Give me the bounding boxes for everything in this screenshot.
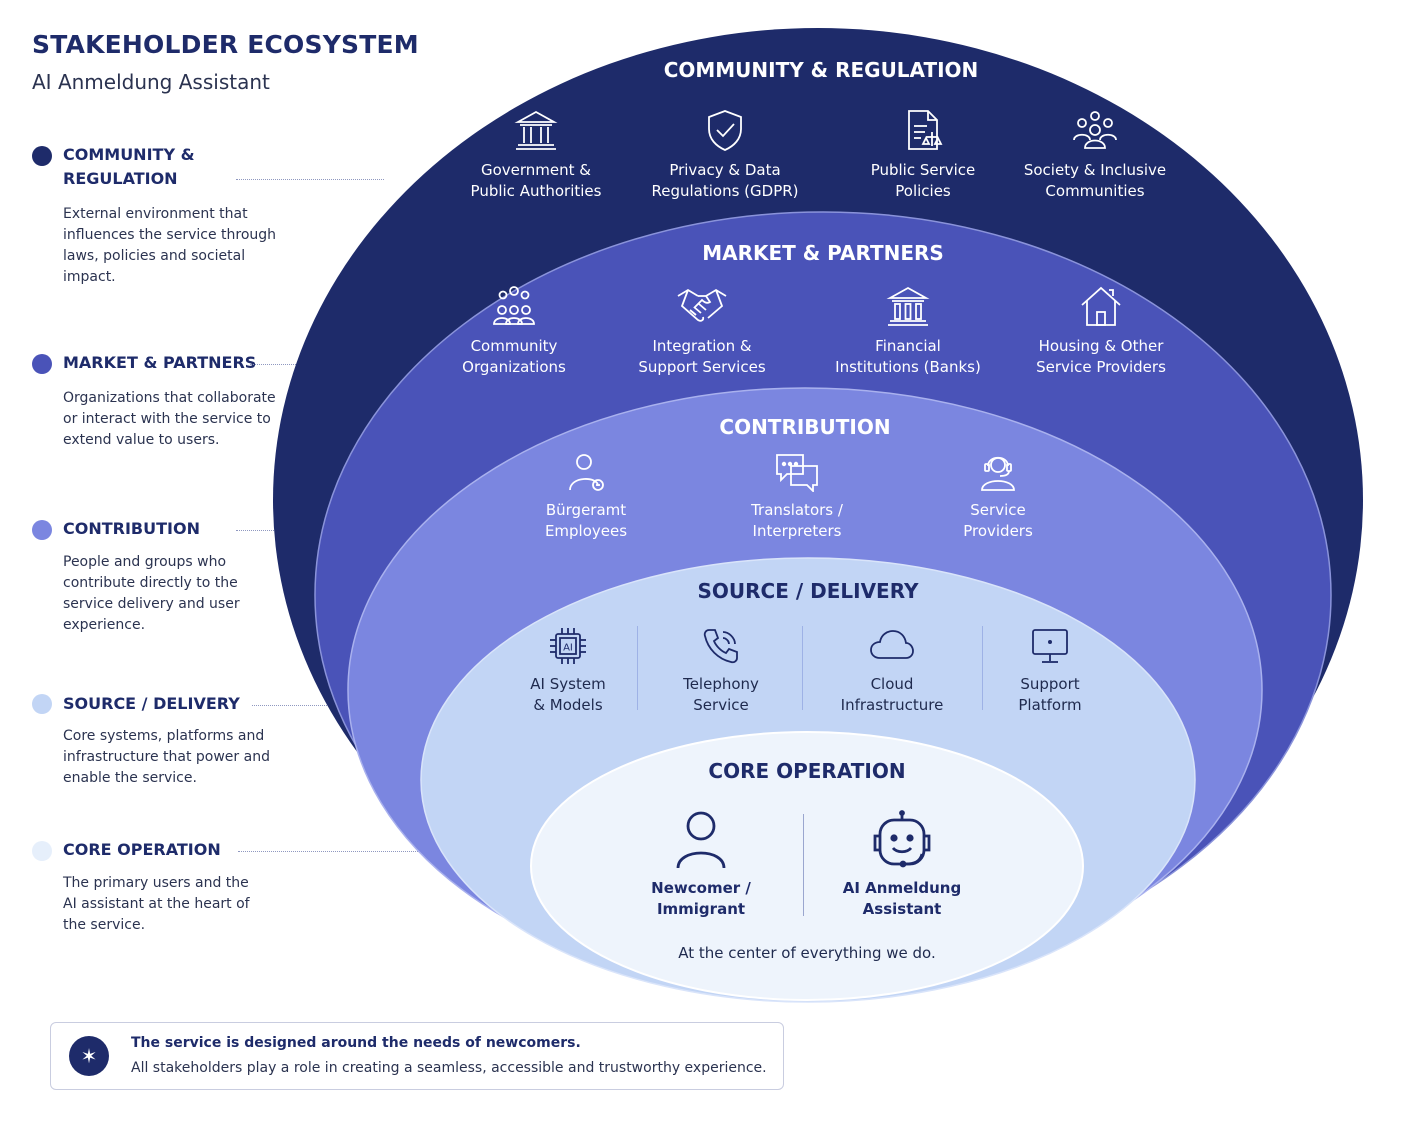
source-divider: [802, 626, 803, 710]
monitor-icon: [1032, 629, 1068, 663]
footer-headline: The service is designed around the needs…: [131, 1035, 581, 1051]
cloud-icon: [870, 630, 914, 659]
stakeholder-newcomer: Newcomer /Immigrant: [606, 810, 796, 920]
ring-core-content: CORE OPERATION Newcomer /Immigrant AI An…: [531, 740, 1083, 990]
legend-dot-contribution: [32, 520, 52, 540]
ring-community-content: COMMUNITY & REGULATION Government &Publi…: [276, 0, 1366, 220]
house-icon: [1081, 286, 1121, 326]
ring-source-content: SOURCE / DELIVERY AI AI System& Models T…: [421, 560, 1195, 730]
svg-text:AI: AI: [563, 643, 573, 654]
legend-dot-community: [32, 146, 52, 166]
stakeholder-translators: Translators /Interpreters: [702, 452, 892, 542]
policy-document-icon: [908, 110, 943, 150]
legend-heading-core: CORE OPERATION: [63, 840, 221, 859]
legend-heading-community: COMMUNITY &REGULATION: [63, 145, 195, 188]
star-icon: ✶: [69, 1036, 109, 1076]
legend-heading-contribution: CONTRIBUTION: [63, 519, 200, 538]
shield-check-icon: [708, 110, 742, 151]
ring-title-contribution: CONTRIBUTION: [719, 415, 891, 439]
bank-icon: [886, 286, 930, 326]
employee-icon: [569, 454, 604, 491]
chat-bubbles-icon: [776, 454, 818, 492]
people-group-icon: [493, 286, 535, 325]
person-icon: [676, 811, 726, 869]
footer-body: All stakeholders play a role in creating…: [131, 1060, 767, 1076]
stakeholder-integration: Integration &Support Services: [607, 284, 797, 378]
ring-title-core: CORE OPERATION: [708, 759, 906, 783]
ai-chip-icon: AI: [550, 628, 586, 664]
core-divider: [803, 814, 804, 916]
stakeholder-ai-system: AI AI System& Models: [473, 626, 663, 716]
community-group-icon: [1073, 111, 1117, 149]
legend-leader-line: [236, 179, 384, 180]
ring-title-market: MARKET & PARTNERS: [702, 241, 944, 265]
ring-core: [530, 731, 1084, 1001]
legend-dot-market: [32, 354, 52, 374]
page-subtitle: AI Anmeldung Assistant: [32, 70, 270, 94]
core-tagline: At the center of everything we do.: [678, 944, 936, 962]
source-divider: [982, 626, 983, 710]
legend-leader-line: [238, 851, 530, 852]
legend-dot-source: [32, 694, 52, 714]
legend-heading-source: SOURCE / DELIVERY: [63, 694, 240, 713]
phone-icon: [703, 629, 738, 664]
government-building-icon: [514, 110, 558, 150]
ring-title-community: COMMUNITY & REGULATION: [663, 58, 979, 82]
legend-heading-market: MARKET & PARTNERS: [63, 353, 257, 372]
stakeholder-government: Government &Public Authorities: [441, 108, 631, 202]
headset-user-icon: [981, 456, 1015, 491]
legend-dot-core: [32, 841, 52, 861]
ring-title-source: SOURCE / DELIVERY: [697, 579, 919, 603]
footer-note: ✶ The service is designed around the nee…: [50, 1022, 784, 1090]
source-divider: [637, 626, 638, 710]
page-title: STAKEHOLDER ECOSYSTEM: [32, 30, 419, 59]
robot-icon: [873, 810, 931, 868]
handshake-icon: [677, 288, 727, 322]
